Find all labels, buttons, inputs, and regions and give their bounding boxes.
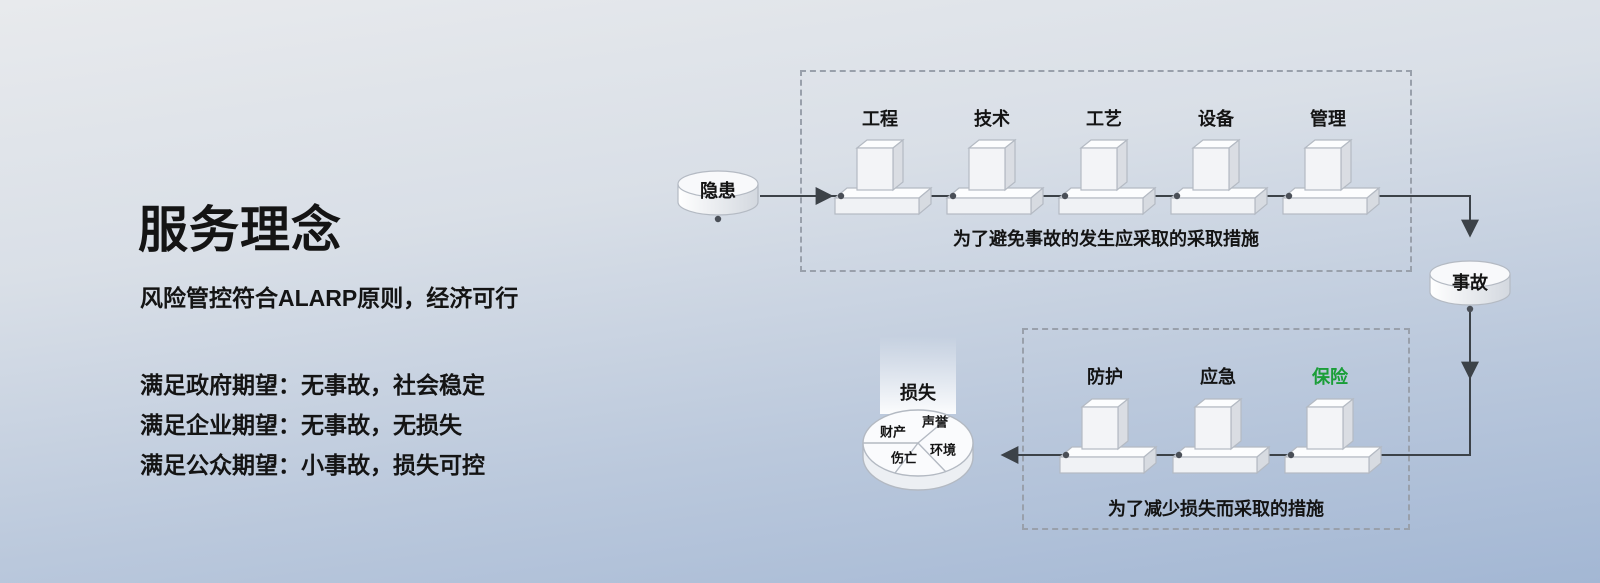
arrow-to-accident bbox=[1412, 195, 1479, 238]
loss-slice-environment: 环境 bbox=[929, 442, 957, 458]
loss-slice-property: 财产 bbox=[879, 424, 907, 440]
mitigation-caption: 为了减少损失而采取的措施 bbox=[1108, 499, 1324, 519]
loss-slice-casualty: 伤亡 bbox=[890, 450, 918, 466]
loss-label: 损失 bbox=[900, 383, 936, 403]
hazard-cylinder bbox=[677, 170, 759, 223]
barrier-engineering bbox=[834, 139, 932, 215]
expectation-enterprise: 满足企业期望：无事故，无损失 bbox=[140, 412, 462, 438]
arrow-to-loss bbox=[1000, 376, 1471, 464]
barrier-label-emergency: 应急 bbox=[1200, 367, 1236, 387]
accident-label: 事故 bbox=[1452, 273, 1488, 293]
barrier-label-engineering: 工程 bbox=[862, 109, 898, 129]
page-subtitle: 风险管控符合ALARP原则，经济可行 bbox=[140, 285, 519, 311]
barrier-label-process: 工艺 bbox=[1086, 109, 1122, 129]
barrier-label-protection: 防护 bbox=[1087, 367, 1123, 387]
mitigation-group-box bbox=[1022, 328, 1410, 530]
expectation-public: 满足公众期望：小事故，损失可控 bbox=[140, 452, 485, 478]
expectation-government: 满足政府期望：无事故，社会稳定 bbox=[140, 372, 485, 398]
loss-pie bbox=[862, 336, 974, 491]
page-title: 服务理念 bbox=[138, 202, 342, 258]
barrier-emergency bbox=[1172, 398, 1270, 474]
barrier-management bbox=[1282, 139, 1380, 215]
hazard-label: 隐患 bbox=[700, 181, 736, 201]
prevention-group-box bbox=[800, 70, 1412, 272]
mitigation-barriers bbox=[1059, 398, 1382, 474]
barrier-equipment bbox=[1170, 139, 1268, 215]
barrier-protection bbox=[1059, 398, 1157, 474]
barrier-label-management: 管理 bbox=[1310, 109, 1346, 129]
barrier-insurance bbox=[1284, 398, 1382, 474]
prevention-caption: 为了避免事故的发生应采取的采取措施 bbox=[953, 229, 1259, 249]
barrier-label-technology: 技术 bbox=[974, 109, 1010, 129]
barrier-label-equipment: 设备 bbox=[1198, 109, 1234, 129]
loss-slice-reputation: 声誉 bbox=[921, 414, 949, 430]
prevention-barriers bbox=[834, 139, 1380, 215]
accident-cylinder bbox=[1429, 260, 1511, 313]
loss-glow bbox=[880, 336, 956, 414]
barrier-technology bbox=[946, 139, 1044, 215]
barrier-label-insurance: 保险 bbox=[1312, 367, 1348, 387]
barrier-process bbox=[1058, 139, 1156, 215]
loss-slice-dividers bbox=[863, 415, 951, 474]
